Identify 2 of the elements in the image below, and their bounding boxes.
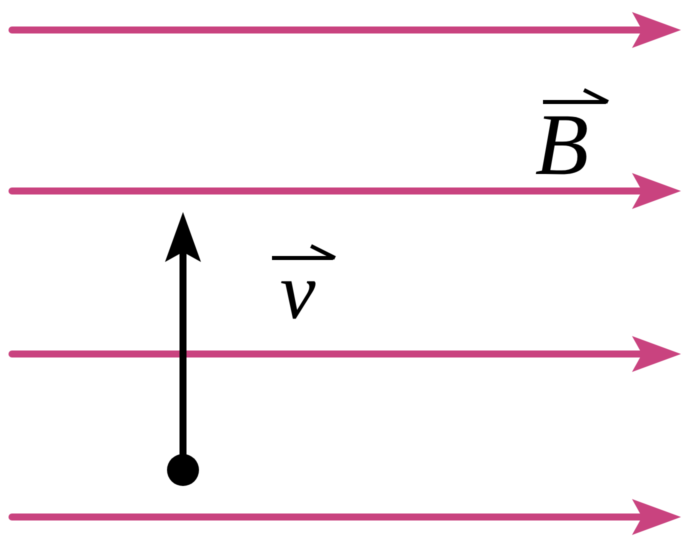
vector-symbol: B (535, 102, 589, 190)
vector-symbol: v (280, 252, 316, 332)
